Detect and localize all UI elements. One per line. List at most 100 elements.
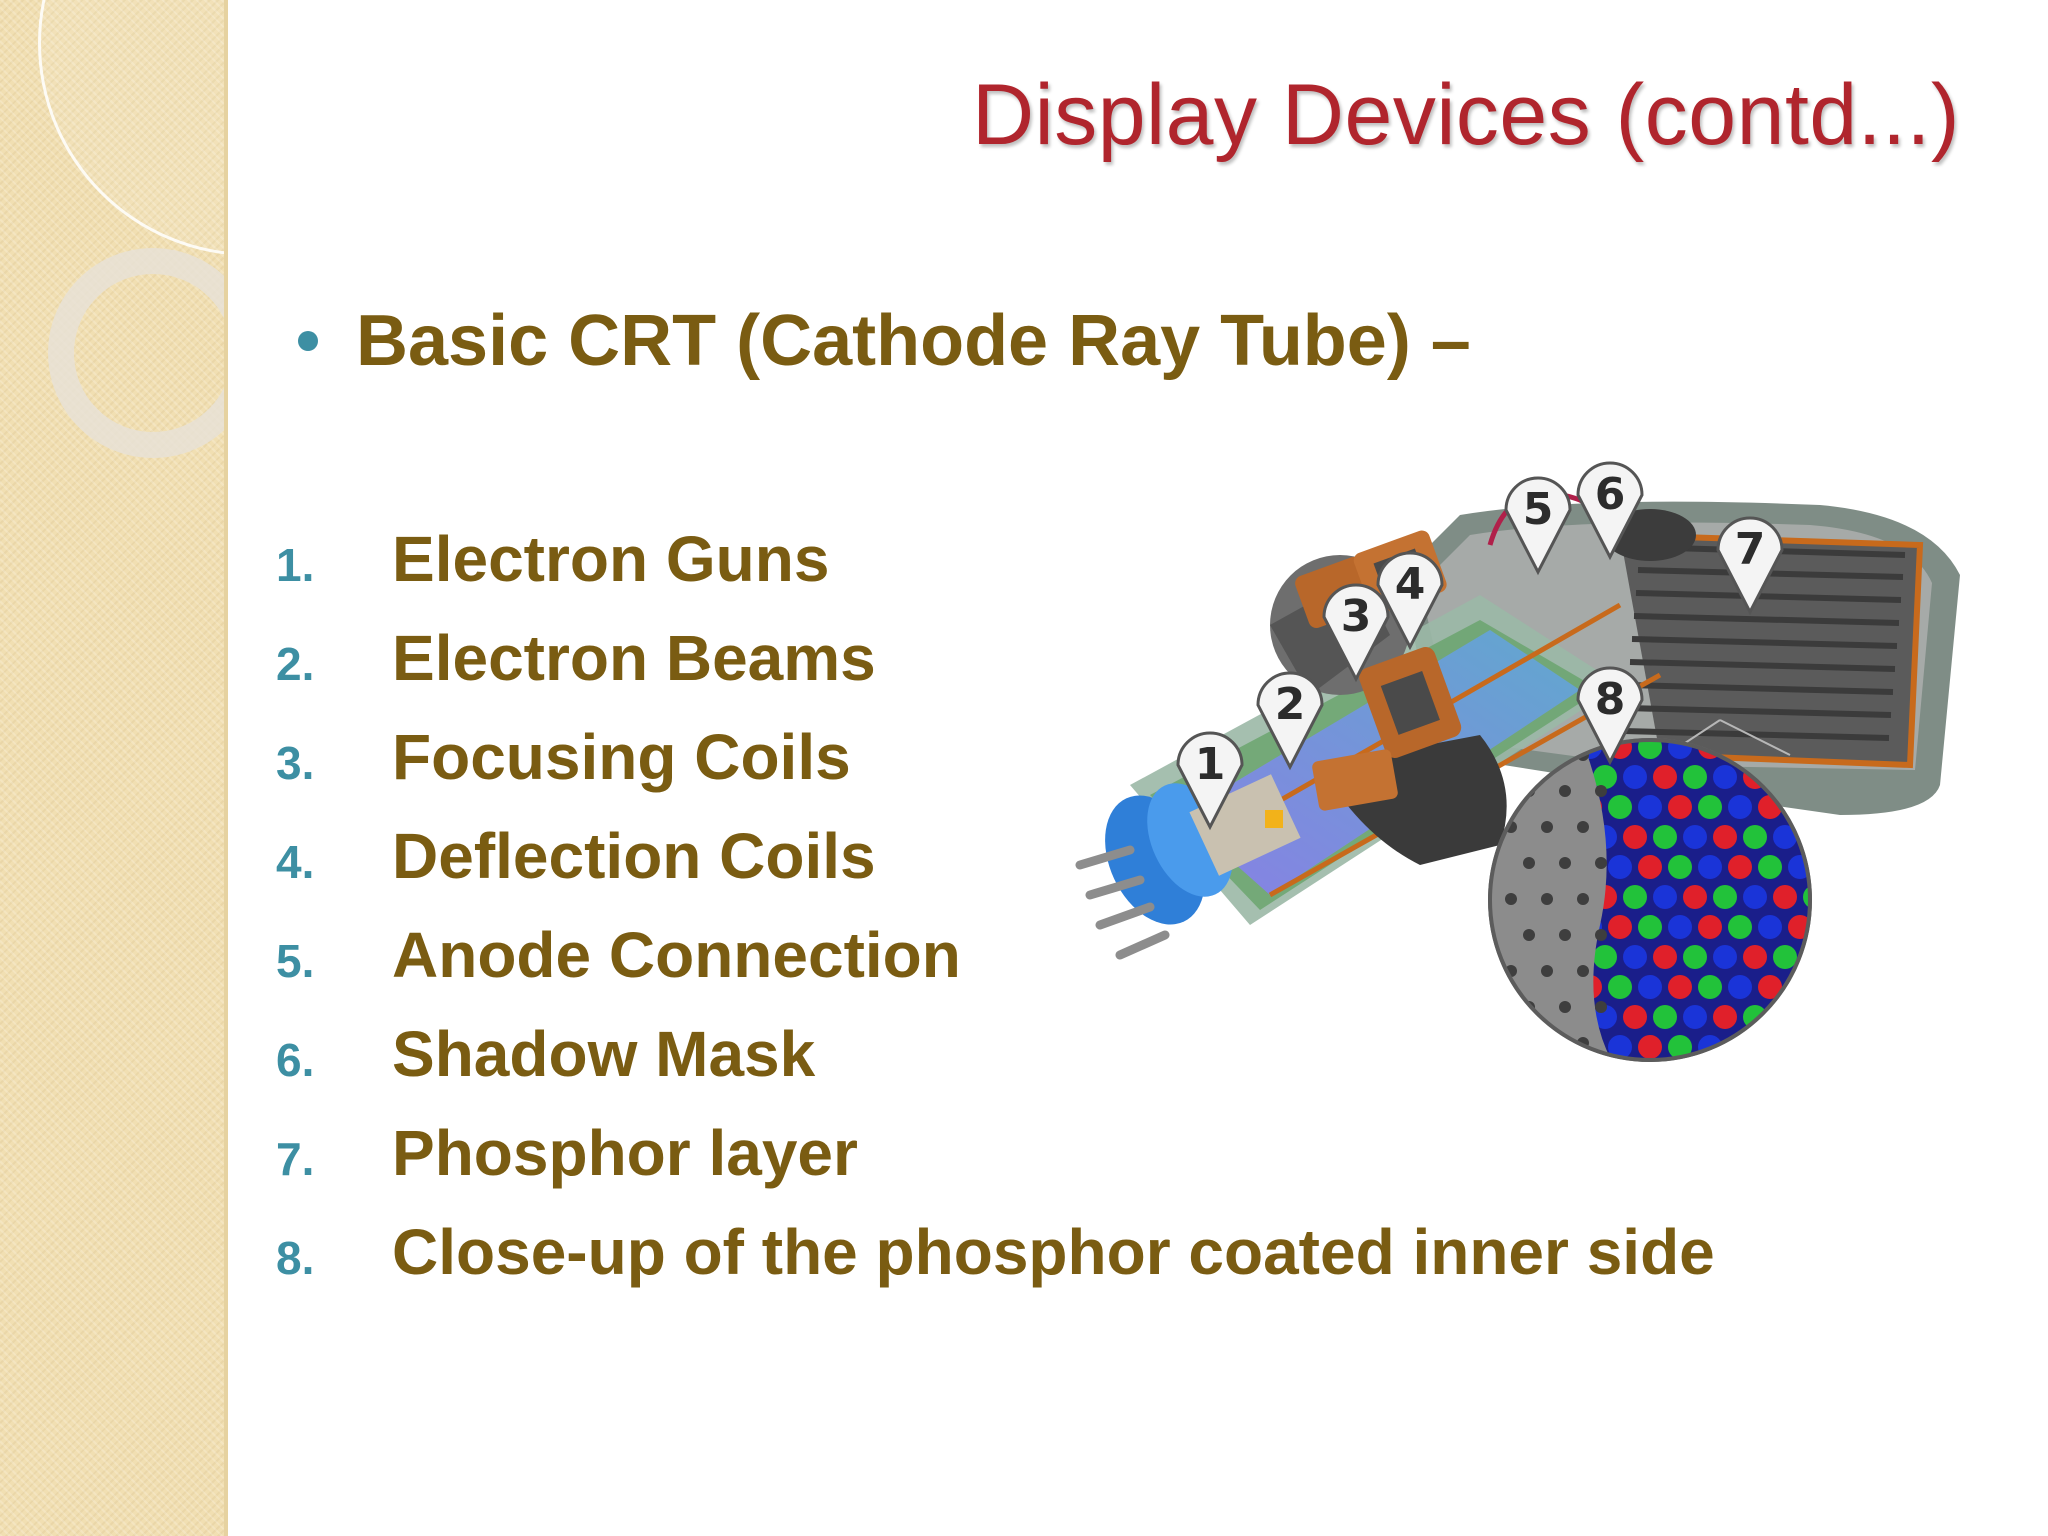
phosphor-dot (1623, 885, 1647, 909)
phosphor-dot (1773, 885, 1797, 909)
item-number: 2. (276, 638, 315, 690)
marker-pin: 5 (1504, 476, 1572, 576)
item-number: 7. (276, 1133, 315, 1185)
phosphor-dot (1713, 825, 1737, 849)
shadow-mask-hole (1559, 785, 1571, 797)
list-item: 4.Deflection Coils (276, 819, 1715, 918)
phosphor-dot (1833, 945, 1857, 969)
list-item: 7. Phosphor layer (276, 1116, 1715, 1215)
phosphor-dot (1608, 795, 1632, 819)
phosphor-dot (1863, 825, 1887, 849)
phosphor-dot (1623, 945, 1647, 969)
shadow-mask-hole (1505, 1037, 1517, 1049)
deflection-coils (1312, 646, 1462, 811)
phosphor-dot (1668, 915, 1692, 939)
phosphor-dot (1653, 765, 1677, 789)
crt-parts-list: 1.Electron Guns 2.Electron Beams 3.Focus… (276, 522, 1715, 1314)
phosphor-dot (1833, 825, 1857, 849)
phosphor-dot (1638, 1035, 1662, 1059)
phosphor-dot (1683, 825, 1707, 849)
marker-number: 2 (1275, 679, 1306, 730)
slide-subtitle: Basic CRT (Cathode Ray Tube) – (356, 301, 1471, 381)
marker-pin: 4 (1376, 551, 1444, 651)
marker-pin: 8 (1576, 666, 1644, 766)
phosphor-dot (1638, 915, 1662, 939)
phosphor-dot (1653, 885, 1677, 909)
marker-number: 5 (1523, 484, 1554, 535)
phosphor-dot (1848, 1035, 1872, 1059)
phosphor-dot (1863, 1005, 1887, 1029)
phosphor-dot (1728, 915, 1752, 939)
marker-pin: 2 (1256, 671, 1324, 771)
phosphor-dot (1608, 1035, 1632, 1059)
phosphor-dot (1683, 945, 1707, 969)
item-label: Anode Connection (392, 919, 961, 991)
phosphor-dot (1683, 1005, 1707, 1029)
item-label: Electron Guns (392, 523, 830, 595)
phosphor-dot (1593, 945, 1617, 969)
decorative-ring (48, 248, 228, 458)
marker-pin: 1 (1176, 731, 1244, 831)
item-label: Phosphor layer (392, 1117, 858, 1189)
marker-pin: 3 (1322, 583, 1390, 683)
phosphor-dot (1803, 885, 1810, 909)
shadow-mask-hole (1541, 893, 1553, 905)
phosphor-dot (1758, 1035, 1782, 1059)
marker-number: 4 (1395, 559, 1426, 610)
phosphor-dot (1833, 885, 1857, 909)
phosphor-dot (1818, 915, 1842, 939)
phosphor-dot (1698, 855, 1722, 879)
phosphor-dot (1638, 795, 1662, 819)
shadow-mask-hole (1559, 1001, 1571, 1013)
slide-title: Display Devices (contd...) (972, 67, 1960, 163)
shadow-mask-hole (1577, 965, 1589, 977)
item-label: Shadow Mask (392, 1018, 816, 1090)
phosphor-dot (1623, 765, 1647, 789)
phosphor-dot (1803, 1005, 1810, 1029)
item-label: Electron Beams (392, 622, 876, 694)
phosphor-dot (1638, 975, 1662, 999)
phosphor-dot (1833, 1005, 1857, 1029)
phosphor-dot (1758, 915, 1782, 939)
phosphor-dot (1518, 1035, 1542, 1059)
item-number: 3. (276, 737, 315, 789)
shadow-mask-hole (1559, 929, 1571, 941)
phosphor-dot (1698, 915, 1722, 939)
phosphor-dot (1713, 765, 1737, 789)
shadow-mask-hole (1577, 893, 1589, 905)
phosphor-dot (1653, 825, 1677, 849)
phosphor-dot (1593, 765, 1617, 789)
decorative-sidebar (0, 0, 228, 1536)
phosphor-dot (1743, 945, 1767, 969)
phosphor-dot (1848, 855, 1872, 879)
shadow-mask-hole (1541, 1037, 1553, 1049)
item-label: Focusing Coils (392, 721, 851, 793)
shadow-mask-hole (1541, 821, 1553, 833)
phosphor-dot (1608, 915, 1632, 939)
phosphor-dot (1788, 1035, 1810, 1059)
phosphor-dot (1623, 1005, 1647, 1029)
item-label: Close-up of the phosphor coated inner si… (392, 1216, 1715, 1288)
phosphor-dot (1803, 945, 1810, 969)
list-item: 3. Focusing Coils (276, 720, 1715, 819)
phosphor-dot (1863, 945, 1887, 969)
phosphor-dot (1668, 795, 1692, 819)
list-item: 2. Electron Beams (276, 621, 1715, 720)
phosphor-dot (1623, 825, 1647, 849)
marker-pin: 6 (1576, 461, 1644, 561)
list-item: 8.Close-up of the phosphor coated inner … (276, 1215, 1715, 1314)
phosphor-dot (1803, 825, 1810, 849)
phosphor-dot (1848, 915, 1872, 939)
phosphor-dot (1743, 885, 1767, 909)
marker-number: 3 (1341, 591, 1372, 642)
list-item: 5.Anode Connection (276, 918, 1715, 1017)
shadow-mask-hole (1541, 965, 1553, 977)
shadow-mask-hole (1559, 857, 1571, 869)
phosphor-dot (1728, 795, 1752, 819)
shadow-mask-hole (1523, 857, 1535, 869)
phosphor-dot (1683, 885, 1707, 909)
phosphor-dot (1743, 825, 1767, 849)
shadow-mask-hole (1523, 929, 1535, 941)
